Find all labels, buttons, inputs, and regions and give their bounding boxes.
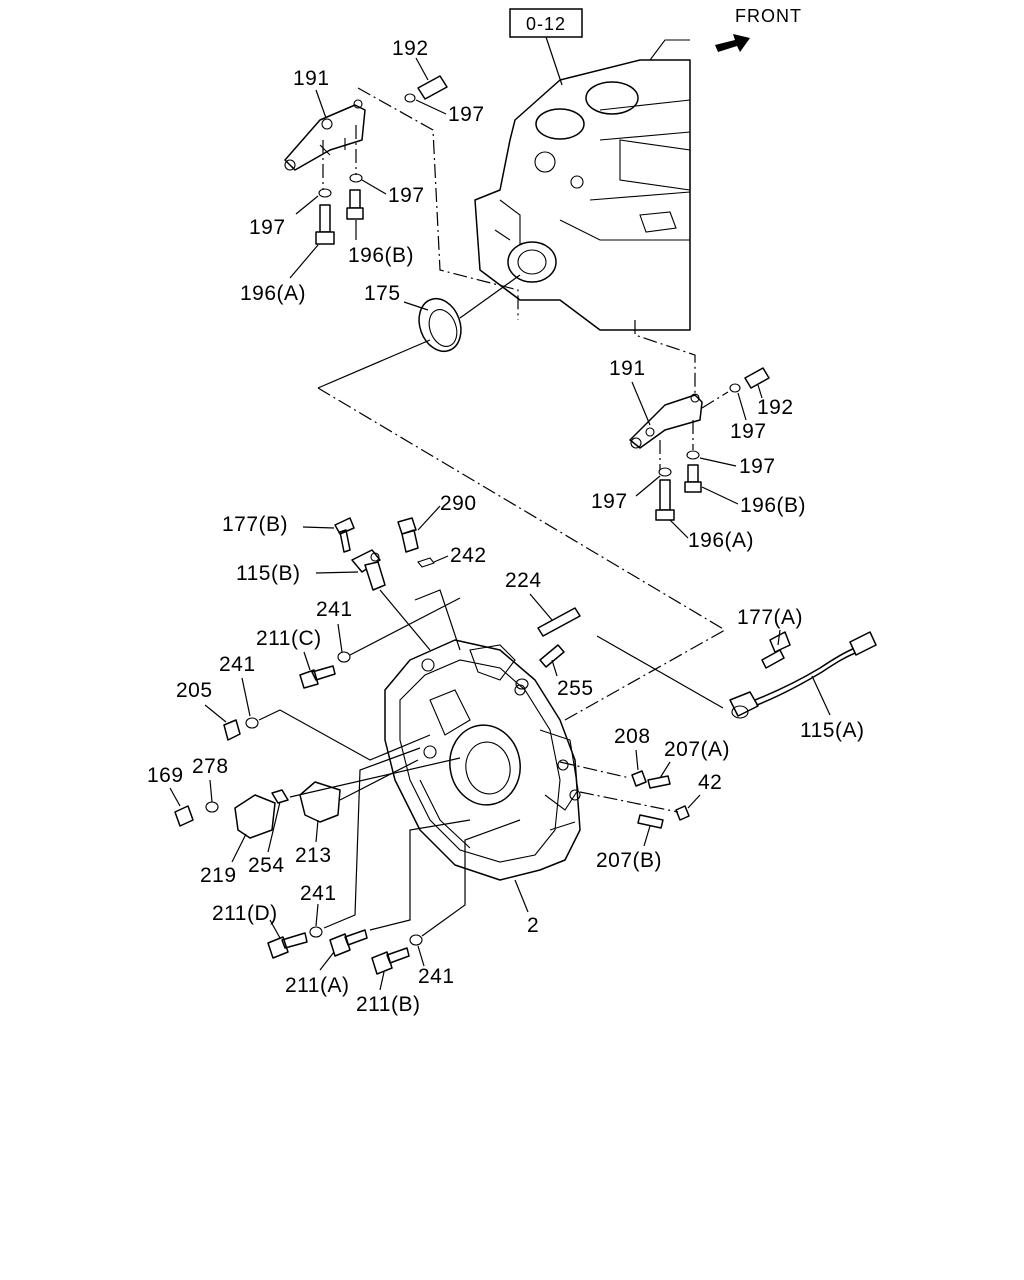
label-175: 175 bbox=[364, 282, 401, 305]
label-197-d: 197 bbox=[730, 420, 767, 443]
reference-box-label: 0-12 bbox=[526, 14, 566, 34]
label-241-a: 241 bbox=[316, 598, 353, 621]
label-177a: 177(A) bbox=[737, 606, 803, 629]
oil-seal-175 bbox=[418, 297, 462, 353]
label-278: 278 bbox=[192, 755, 229, 778]
label-191-top: 191 bbox=[293, 67, 330, 90]
plate-213 bbox=[299, 781, 341, 823]
label-196a-top: 196(A) bbox=[240, 282, 306, 305]
bracket-top-left bbox=[284, 99, 366, 171]
label-207a: 207(A) bbox=[664, 738, 730, 761]
label-211b: 211(B) bbox=[356, 993, 420, 1016]
plug-290 bbox=[397, 517, 419, 553]
bracket-right bbox=[629, 393, 703, 449]
part-labels: 192 191 197 197 197 196(B) 196(A) 175 19… bbox=[147, 37, 864, 1016]
label-42: 42 bbox=[698, 771, 722, 794]
label-208: 208 bbox=[614, 725, 651, 748]
engine-block bbox=[474, 39, 691, 331]
bolt-211a bbox=[329, 929, 368, 957]
bolt-211b bbox=[371, 947, 410, 975]
label-207b: 207(B) bbox=[596, 849, 662, 872]
nut-208 bbox=[631, 770, 647, 787]
label-169: 169 bbox=[147, 764, 184, 787]
bolt-177b bbox=[334, 517, 355, 553]
stud-207b bbox=[637, 814, 664, 829]
bolt-254 bbox=[271, 789, 289, 804]
label-196a-right: 196(A) bbox=[688, 529, 754, 552]
label-197-e: 197 bbox=[739, 455, 776, 478]
label-242: 242 bbox=[450, 544, 487, 567]
label-197-f: 197 bbox=[591, 490, 628, 513]
label-192-right: 192 bbox=[757, 396, 794, 419]
dowel-42 bbox=[675, 805, 690, 821]
label-241-b: 241 bbox=[219, 653, 256, 676]
label-213: 213 bbox=[295, 844, 332, 867]
nut-205 bbox=[223, 719, 241, 741]
label-197-b: 197 bbox=[388, 184, 425, 207]
flywheel-housing-2 bbox=[384, 639, 581, 881]
label-177b: 177(B) bbox=[222, 513, 288, 536]
label-197-c: 197 bbox=[249, 216, 286, 239]
bolt-177a bbox=[761, 631, 791, 669]
stud-207a bbox=[647, 775, 671, 789]
label-241-c: 241 bbox=[300, 882, 337, 905]
label-211a: 211(A) bbox=[285, 974, 349, 997]
label-191-right: 191 bbox=[609, 357, 646, 380]
label-115b: 115(B) bbox=[236, 562, 300, 585]
label-192-top: 192 bbox=[392, 37, 429, 60]
bracket-219 bbox=[234, 794, 276, 839]
gasket-242 bbox=[417, 557, 435, 568]
label-196b-top: 196(B) bbox=[348, 244, 414, 267]
sensor-115b bbox=[351, 549, 386, 591]
stud-224 bbox=[537, 607, 581, 637]
label-115a: 115(A) bbox=[800, 719, 864, 742]
label-211d: 211(D) bbox=[212, 902, 278, 925]
label-211c: 211(C) bbox=[256, 627, 322, 650]
label-241-d: 241 bbox=[418, 965, 455, 988]
sensor-115a bbox=[729, 631, 877, 719]
front-label: FRONT bbox=[735, 6, 802, 26]
label-224: 224 bbox=[505, 569, 542, 592]
bolt-211c bbox=[299, 665, 336, 689]
stud-255 bbox=[539, 644, 565, 668]
label-196b-right: 196(B) bbox=[740, 494, 806, 517]
nut-169 bbox=[174, 805, 194, 827]
bolt-211d bbox=[267, 932, 308, 959]
label-219: 219 bbox=[200, 864, 237, 887]
label-290: 290 bbox=[440, 492, 477, 515]
bolt-192-top bbox=[417, 75, 448, 100]
label-2: 2 bbox=[527, 914, 539, 937]
label-254: 254 bbox=[248, 854, 285, 877]
label-205: 205 bbox=[176, 679, 213, 702]
label-197-a: 197 bbox=[448, 103, 485, 126]
front-arrow-icon bbox=[715, 34, 750, 52]
label-255: 255 bbox=[557, 677, 594, 700]
